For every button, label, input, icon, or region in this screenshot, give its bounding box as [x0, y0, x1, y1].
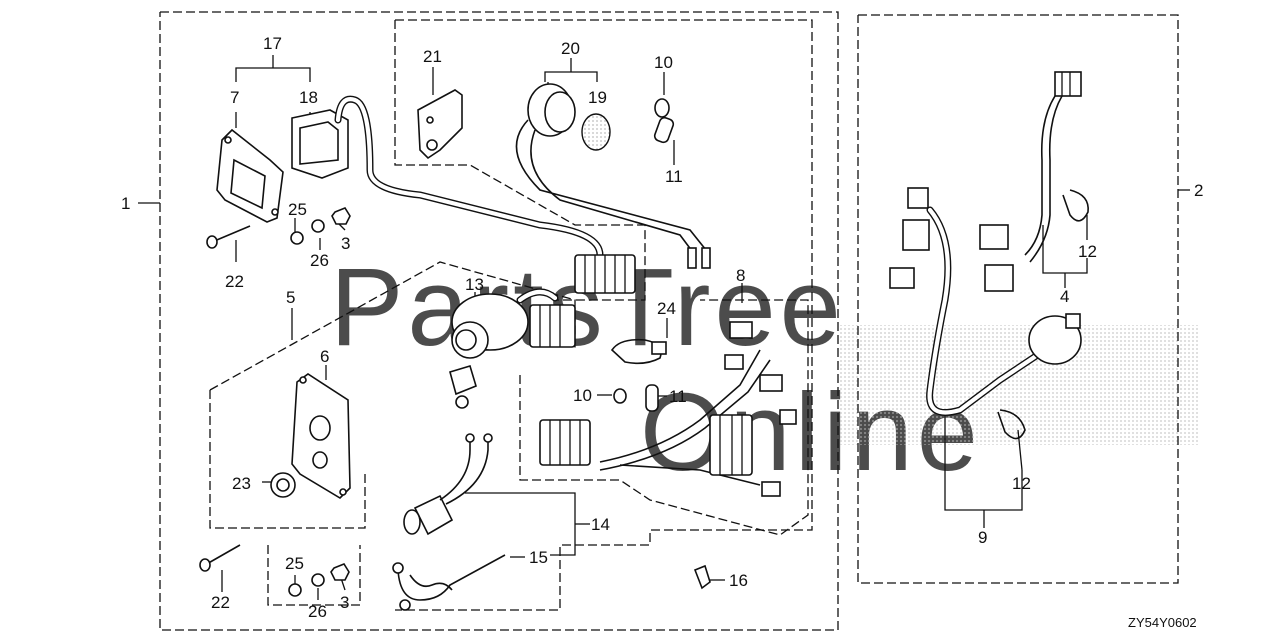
diagram-code: ZY54Y0602 — [1128, 615, 1197, 630]
part-6-panel — [291, 373, 351, 500]
callout-11-middle: 11 — [669, 387, 687, 406]
callout-7: 7 — [230, 88, 239, 107]
part-24-clamp — [610, 338, 667, 365]
callout-1: 1 — [121, 194, 130, 213]
callout-12-bottom: 12 — [1012, 474, 1031, 493]
harness-8-boundary — [519, 299, 809, 536]
callout-22-top: 22 — [225, 272, 244, 291]
harness-subgroup-boundary — [395, 19, 813, 611]
part-21-bracket — [417, 89, 463, 160]
callout-3-top: 3 — [341, 234, 350, 253]
callout-25-bottom: 25 — [285, 554, 304, 573]
callout-12-top: 12 — [1078, 242, 1097, 261]
callout-15: 15 — [529, 548, 548, 567]
callout-2: 2 — [1194, 181, 1203, 200]
hardware-subgroup-boundary — [267, 545, 361, 606]
callout-6: 6 — [320, 347, 329, 366]
callout-16: 16 — [729, 571, 748, 590]
parts-25-26-3-hardware-bottom — [288, 563, 350, 597]
callout-3-bottom: 3 — [340, 593, 349, 612]
part-18-switch — [291, 95, 604, 259]
part-13-ignition-switch — [449, 288, 559, 409]
callout-24: 24 — [657, 299, 676, 318]
group-1-boundary — [159, 11, 839, 631]
callout-5: 5 — [286, 288, 295, 307]
callout-25-top: 25 — [288, 200, 307, 219]
callout-19: 19 — [588, 88, 607, 107]
switch-subgroup-boundary — [394, 20, 646, 301]
part-14-solenoid — [403, 433, 493, 536]
part-19-lens — [581, 113, 611, 151]
part-15-cord — [392, 554, 506, 611]
part-22-screw-bottom — [199, 544, 241, 572]
parts-25-26-3-hardware-top — [290, 207, 351, 245]
part-12-clips — [997, 189, 1089, 440]
connector-block-top — [574, 254, 636, 294]
callout-18: 18 — [299, 88, 318, 107]
parts-10-11-middle — [613, 384, 659, 412]
callout-9: 9 — [978, 528, 987, 547]
callout-23: 23 — [232, 474, 251, 493]
part-16-clip — [693, 564, 711, 590]
callout-4: 4 — [1060, 287, 1069, 306]
callout-8: 8 — [736, 266, 745, 285]
callout-14: 14 — [591, 515, 610, 534]
callout-10-middle: 10 — [573, 386, 592, 405]
part-8-harness — [539, 321, 797, 497]
connector-block-middle — [529, 304, 576, 348]
callout-13: 13 — [465, 275, 484, 294]
callout-26-bottom: 26 — [308, 602, 327, 621]
callout-26-top: 26 — [310, 251, 329, 270]
parts-10-11-top — [653, 98, 675, 144]
group-2-boundary — [857, 14, 1179, 584]
part-9-harness — [889, 187, 1082, 416]
callout-22-bottom: 22 — [211, 593, 230, 612]
part-23-grommet — [270, 472, 296, 498]
callout-11-top: 11 — [665, 167, 683, 186]
part-7-plate — [216, 128, 284, 223]
panel-subgroup-top — [209, 261, 576, 391]
part-22-screw-top — [206, 225, 251, 249]
panel-subgroup-left — [209, 390, 366, 529]
callout-10-top: 10 — [654, 53, 673, 72]
callout-20: 20 — [561, 39, 580, 58]
part-4-harness — [979, 71, 1082, 292]
part-20-meter — [515, 83, 711, 269]
group-boundaries — [159, 11, 1179, 631]
callout-21: 21 — [423, 47, 442, 66]
watermark-dots — [840, 325, 1200, 445]
callout-labels: 1 2 3 3 4 5 6 7 8 9 10 10 11 11 12 12 13… — [121, 34, 1203, 630]
callout-17: 17 — [263, 34, 282, 53]
